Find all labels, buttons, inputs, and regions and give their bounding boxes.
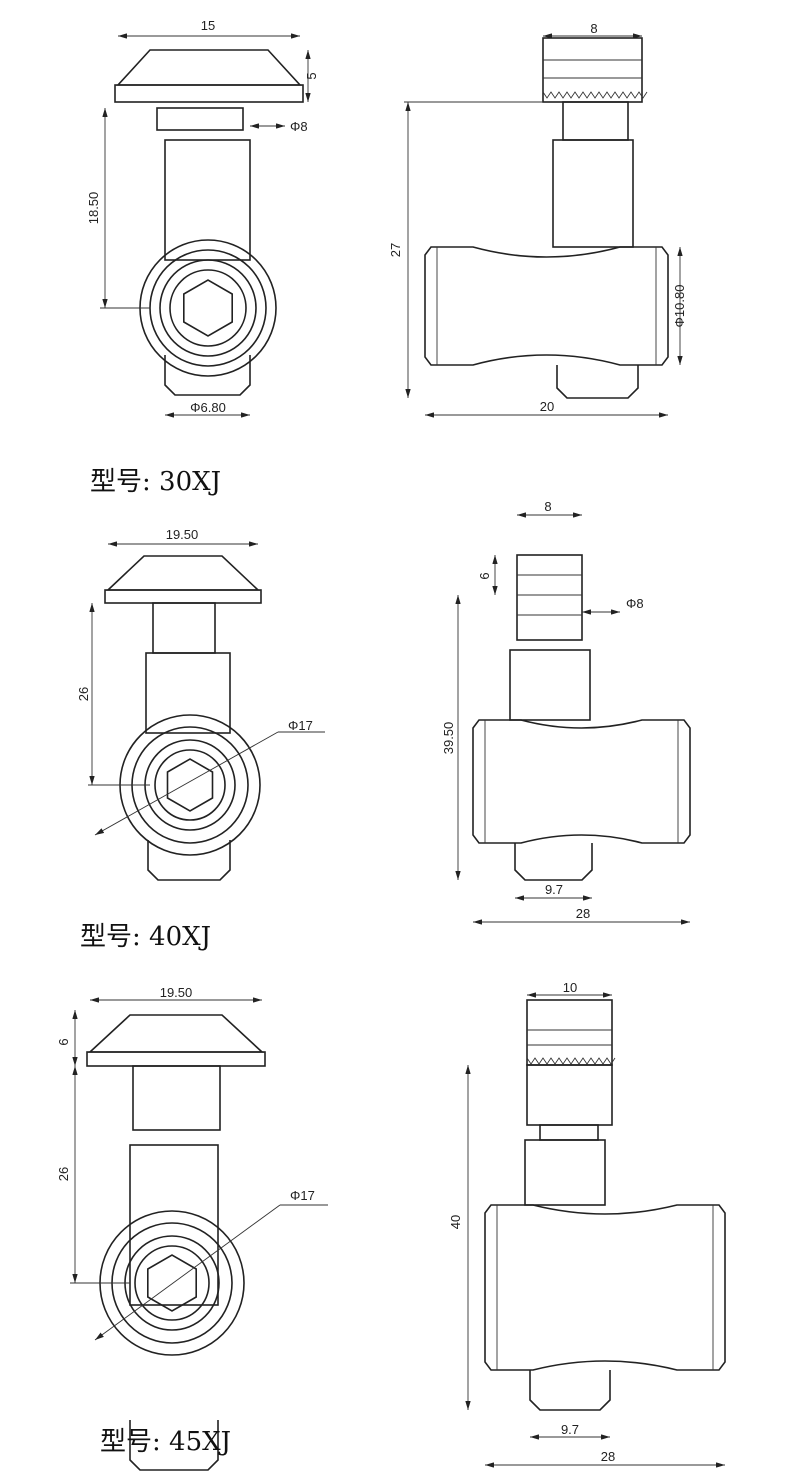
- neck-45xj: [132, 1065, 221, 1131]
- model-label: 型号: 40XJ: [80, 922, 211, 952]
- dim-ring-dia: Φ17: [288, 718, 313, 733]
- leader-line: [94, 731, 279, 836]
- dim-height: 27: [388, 243, 403, 257]
- cap-30xj: [116, 49, 302, 86]
- dim-length: 18.50: [86, 192, 101, 225]
- shaft-tip-40xj: [147, 840, 231, 881]
- shaft-45xj-side: [524, 1139, 606, 1206]
- head-30xj: [542, 37, 643, 103]
- ring: [124, 1235, 220, 1331]
- neck-45xj-side: [539, 1124, 599, 1141]
- dim-body-length: 20: [540, 399, 554, 414]
- dim-ring-dia: Φ17: [290, 1188, 315, 1203]
- dim-neck-dia: Φ8: [290, 119, 308, 134]
- dim-height: 39.50: [441, 722, 456, 755]
- neck-30xj-side: [562, 101, 629, 141]
- dim-body-length: 28: [576, 906, 590, 921]
- cap-rim: [104, 589, 262, 604]
- dim-length: 26: [76, 687, 91, 701]
- leader-line: [94, 1204, 281, 1341]
- dim-neck-dia: Φ8: [626, 596, 644, 611]
- model-40xj: 19.50 26 Φ17 8 6 Φ8 39.50 9.7 28 型号: 40X…: [76, 499, 644, 952]
- ring: [149, 249, 267, 367]
- shaft-30xj: [164, 139, 251, 261]
- shaft-40xj: [145, 652, 231, 734]
- cap-rim: [114, 84, 304, 103]
- model-label: 型号: 30XJ: [90, 467, 221, 497]
- dim-head-width: 8: [544, 499, 551, 514]
- ring: [154, 749, 226, 821]
- dim-tip-width: 9.7: [561, 1422, 579, 1437]
- neck-40xj: [152, 602, 216, 654]
- shaft-tip-45xj: [129, 1420, 219, 1471]
- dim-tip-width: 9.7: [545, 882, 563, 897]
- knurl-pattern: [542, 91, 648, 99]
- dim-cap-height: 6: [56, 1038, 71, 1045]
- hex-socket: [147, 1254, 197, 1312]
- dim-body-dia: Φ10.80: [672, 285, 687, 328]
- hex-socket: [166, 758, 214, 812]
- cap-45xj: [87, 1014, 265, 1053]
- tip-30xj: [556, 365, 639, 399]
- head-40xj: [516, 554, 583, 641]
- knurl-pattern: [526, 1057, 616, 1065]
- ring: [144, 739, 236, 831]
- dim-shaft-dia: Φ6.80: [190, 400, 226, 415]
- tip-40xj: [514, 843, 593, 881]
- dim-head-width: 8: [590, 21, 597, 36]
- hex-socket: [183, 279, 233, 337]
- body-40xj: [472, 719, 691, 844]
- dim-height: 40: [448, 1215, 463, 1229]
- model-45xj: 19.50 6 26 Φ17 10 40 9.7 28 型号: 45XJ: [56, 980, 615, 1464]
- dim-cap-height: 5: [304, 72, 319, 79]
- ring: [169, 269, 247, 347]
- head-45xj: [526, 999, 613, 1066]
- tip-45xj: [529, 1370, 611, 1411]
- shaft-30xj-side: [552, 139, 634, 248]
- model-30xj: 15 5 Φ8 18.50 Φ6.80 8 27 Φ10.80 20 型号: 3…: [86, 18, 687, 497]
- neck-30xj: [156, 107, 244, 131]
- dim-head-width: 10: [563, 980, 577, 995]
- shaft-tip-30xj: [164, 355, 251, 396]
- dim-width: 19.50: [166, 527, 199, 542]
- body-30xj: [424, 246, 669, 366]
- ring: [134, 1245, 210, 1321]
- dim-head-height: 6: [477, 572, 492, 579]
- body-45xj: [484, 1204, 726, 1371]
- model-label: 型号: 45XJ: [100, 1427, 231, 1457]
- cap-rim: [86, 1051, 266, 1067]
- dim-body-length: 28: [601, 1449, 615, 1464]
- shaft-45xj: [129, 1144, 219, 1306]
- dim-width: 19.50: [160, 985, 193, 1000]
- ring: [159, 259, 257, 357]
- cap-40xj: [105, 555, 261, 591]
- dim-width: 15: [201, 18, 215, 33]
- dim-length: 26: [56, 1167, 71, 1181]
- collar-45xj: [526, 1064, 613, 1126]
- shaft-40xj-side: [509, 649, 591, 721]
